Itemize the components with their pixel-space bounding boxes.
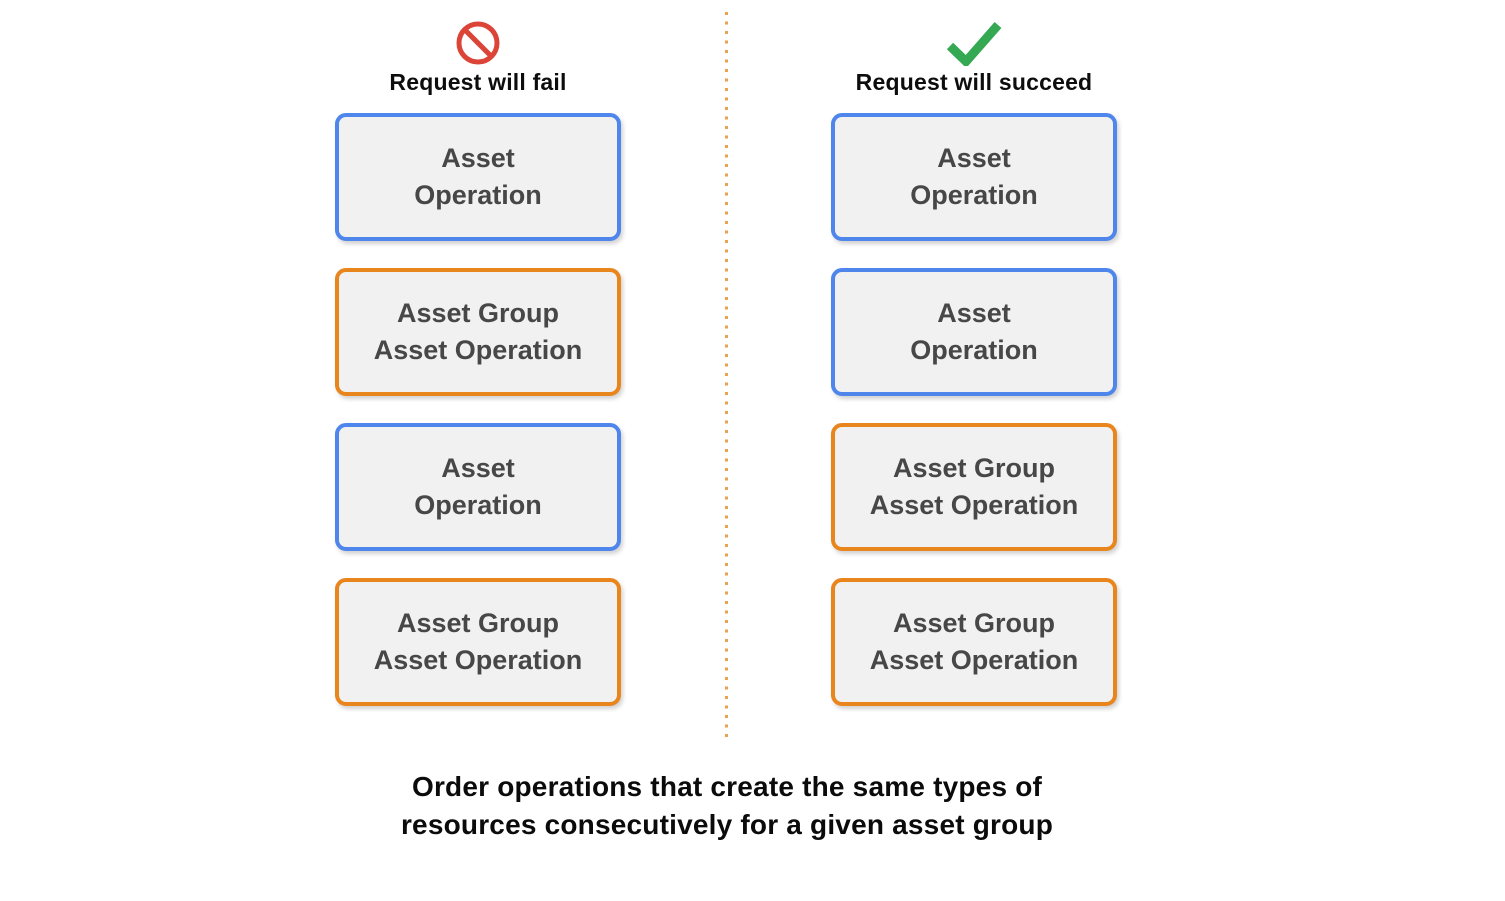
box-label-line: Asset Operation	[373, 645, 583, 675]
prohibited-icon	[455, 18, 501, 66]
succeed-column: Request will succeed Asset Operation Ass…	[831, 0, 1117, 706]
asset-group-asset-operation-box: Asset Group Asset Operation	[335, 268, 621, 396]
asset-group-asset-operation-box: Asset Group Asset Operation	[335, 578, 621, 706]
box-label-line: Asset	[441, 453, 515, 483]
box-label-line: Asset Group	[892, 453, 1056, 483]
box-label-line: Asset Operation	[373, 335, 583, 365]
box-label-line: Operation	[414, 180, 542, 210]
asset-operation-box: Asset Operation	[831, 268, 1117, 396]
box-label-line: Asset Group	[892, 608, 1056, 638]
caption-line-2: resources consecutively for a given asse…	[400, 809, 1054, 840]
box-label-line: Asset	[937, 143, 1011, 173]
succeed-column-title: Request will succeed	[855, 69, 1093, 95]
asset-group-asset-operation-box: Asset Group Asset Operation	[831, 578, 1117, 706]
box-label-line: Asset	[937, 298, 1011, 328]
box-label-line: Operation	[414, 490, 542, 520]
box-label-line: Asset Operation	[869, 490, 1079, 520]
box-label-line: Operation	[910, 335, 1038, 365]
asset-group-asset-operation-box: Asset Group Asset Operation	[831, 423, 1117, 551]
box-label-line: Asset Operation	[869, 645, 1079, 675]
caption-line-1: Order operations that create the same ty…	[411, 771, 1043, 802]
asset-operation-box: Asset Operation	[335, 423, 621, 551]
box-label-line: Operation	[910, 180, 1038, 210]
check-icon	[945, 18, 1003, 66]
diagram-caption: Order operations that create the same ty…	[227, 768, 1227, 844]
box-label-line: Asset Group	[396, 608, 560, 638]
column-divider	[725, 12, 728, 742]
box-label-line: Asset	[441, 143, 515, 173]
asset-operation-box: Asset Operation	[831, 113, 1117, 241]
box-label-line: Asset Group	[396, 298, 560, 328]
asset-operation-box: Asset Operation	[335, 113, 621, 241]
fail-column: Request will fail Asset Operation Asset …	[335, 0, 621, 706]
fail-column-title: Request will fail	[389, 69, 567, 95]
